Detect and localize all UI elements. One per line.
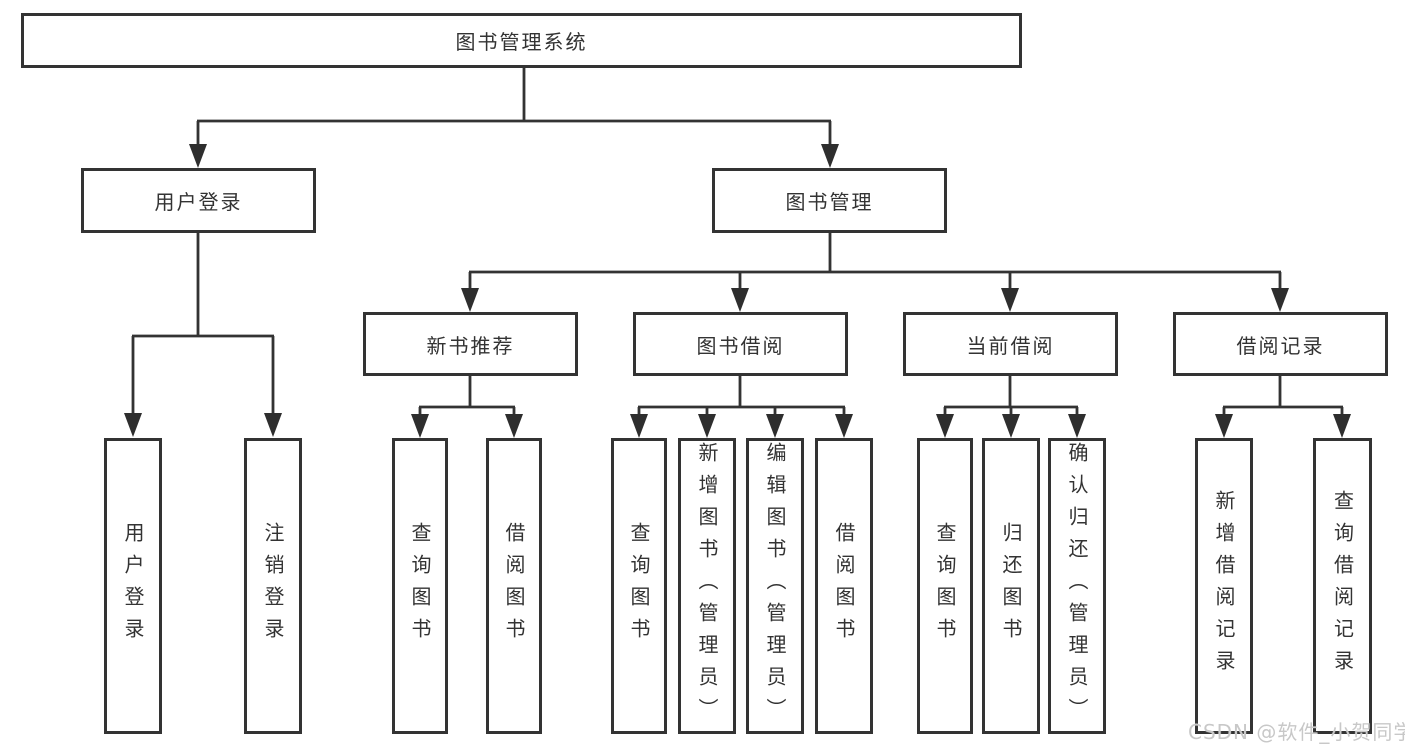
leaf-query-borrow-record: 查询借阅记录	[1313, 438, 1372, 734]
leaf-borrow-book-under-newbook: 借阅图书	[486, 438, 542, 734]
leaf-add-book-admin: 新增图书（管理员）	[678, 438, 736, 734]
arrow-down-icon	[189, 144, 207, 168]
leaf-logout: 注销登录	[244, 438, 302, 734]
leaf-confirm-return-admin: 确认归还（管理员）	[1048, 438, 1106, 734]
connector-lines	[131, 68, 1344, 420]
arrow-down-icon	[936, 414, 954, 438]
node-book-borrowing: 图书借阅	[633, 312, 848, 376]
leaf-return-book: 归还图书	[982, 438, 1040, 734]
leaf-edit-book-admin: 编辑图书（管理员）	[746, 438, 804, 734]
arrow-down-icon	[731, 288, 749, 312]
leaf-query-book-under-borrow: 查询图书	[611, 438, 667, 734]
node-new-book-recommend: 新书推荐	[363, 312, 578, 376]
arrow-down-icon	[264, 413, 282, 437]
node-borrowing-records: 借阅记录	[1173, 312, 1388, 376]
arrow-down-icon	[835, 414, 853, 438]
leaf-query-book-under-newbook: 查询图书	[392, 438, 448, 734]
csdn-watermark: CSDN @软件_小贺同学	[1188, 720, 1405, 744]
leaf-user-login: 用户登录	[104, 438, 162, 734]
node-current-borrowing: 当前借阅	[903, 312, 1118, 376]
leaf-add-borrow-record: 新增借阅记录	[1195, 438, 1253, 734]
arrow-down-icon	[1215, 414, 1233, 438]
arrow-down-icon	[1333, 414, 1351, 438]
node-root-system: 图书管理系统	[21, 13, 1022, 68]
arrow-down-icon	[821, 144, 839, 168]
arrow-down-icon	[698, 414, 716, 438]
node-user-login: 用户登录	[81, 168, 316, 233]
arrow-down-icon	[461, 288, 479, 312]
arrow-down-icon	[630, 414, 648, 438]
arrow-down-icon	[1002, 414, 1020, 438]
arrow-down-icon	[411, 414, 429, 438]
leaf-borrow-book-under-borrow: 借阅图书	[815, 438, 873, 734]
arrow-down-icon	[1068, 414, 1086, 438]
arrow-down-icon	[766, 414, 784, 438]
arrow-down-icon	[124, 413, 142, 437]
leaf-query-book-under-current: 查询图书	[917, 438, 973, 734]
arrow-down-icon	[505, 414, 523, 438]
arrow-down-icon	[1271, 288, 1289, 312]
node-book-management: 图书管理	[712, 168, 947, 233]
arrow-down-icon	[1001, 288, 1019, 312]
